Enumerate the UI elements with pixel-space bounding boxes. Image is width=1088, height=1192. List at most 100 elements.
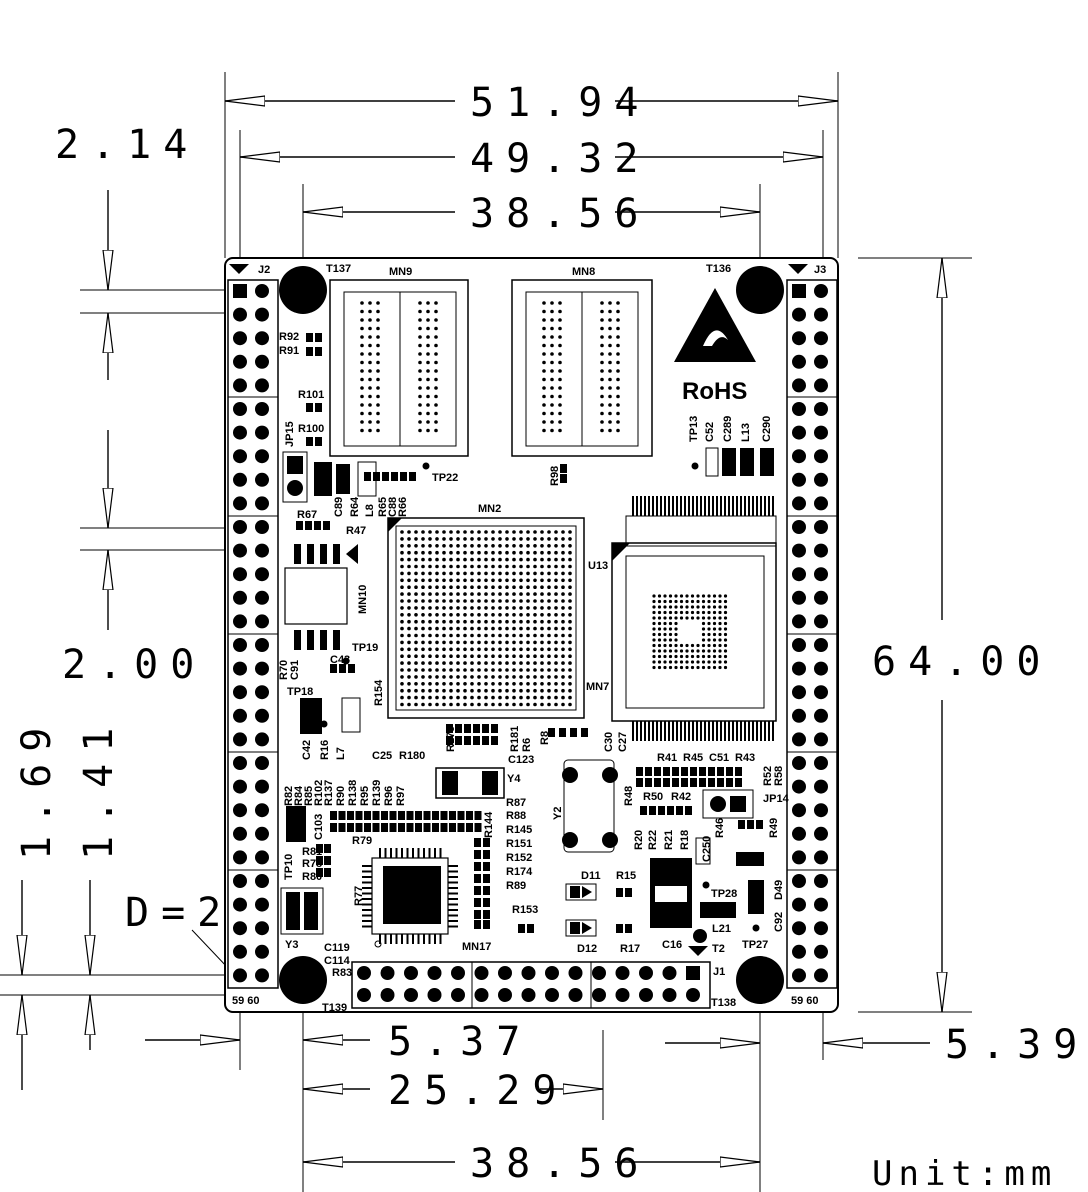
ball	[542, 301, 546, 305]
ball	[418, 377, 422, 382]
ball	[498, 550, 502, 555]
smd-pad	[483, 862, 490, 871]
ball	[685, 610, 689, 615]
ball	[407, 550, 411, 555]
ball	[400, 606, 404, 610]
ball	[512, 682, 516, 686]
ball	[498, 668, 502, 672]
ball	[400, 613, 404, 617]
ball	[657, 638, 662, 642]
ball	[505, 592, 509, 596]
ball	[712, 665, 717, 670]
ball	[657, 643, 662, 648]
ball	[477, 702, 481, 707]
header-pin	[233, 850, 247, 865]
ball	[470, 688, 474, 693]
header-pin	[233, 449, 247, 464]
ball	[561, 578, 565, 583]
ball	[414, 564, 418, 569]
header-pin	[255, 590, 269, 605]
ball	[442, 571, 446, 576]
ball	[547, 544, 551, 548]
ball	[421, 688, 425, 693]
ball	[456, 675, 460, 679]
ball	[428, 537, 432, 541]
ball	[477, 661, 481, 665]
component-label-r154: R154	[373, 679, 385, 706]
ball	[421, 633, 425, 638]
ball	[512, 619, 516, 624]
ball	[712, 643, 717, 648]
ball	[540, 702, 544, 707]
header-pin	[233, 378, 247, 393]
ball	[442, 592, 446, 596]
ball	[542, 428, 546, 433]
ball	[512, 571, 516, 576]
component-label-r58: R58	[773, 766, 785, 786]
ball	[470, 647, 474, 652]
jp15-jumper	[282, 451, 308, 503]
ball	[512, 599, 516, 603]
ball	[463, 544, 467, 548]
component-label-r82: R82	[283, 786, 295, 806]
ball	[701, 638, 706, 642]
ball	[674, 632, 678, 637]
mount-hole-top-left-label: T137	[326, 263, 351, 275]
ball	[542, 352, 546, 356]
header-pin	[545, 988, 559, 1002]
ball	[434, 377, 438, 382]
ball	[491, 688, 495, 693]
ball	[540, 613, 544, 617]
ball	[526, 654, 530, 658]
ball	[360, 369, 364, 373]
smd-pad	[672, 778, 679, 787]
pin	[428, 848, 431, 858]
ball	[484, 668, 488, 672]
ball	[616, 403, 620, 407]
ball	[484, 688, 488, 693]
ball	[652, 654, 656, 659]
header-pin	[451, 966, 465, 980]
ball	[428, 578, 432, 583]
header-pin	[255, 567, 269, 582]
ball	[690, 599, 695, 604]
component-label-c88: C88	[387, 497, 399, 517]
smd-pad	[432, 811, 439, 820]
ball	[400, 537, 404, 541]
ball	[456, 557, 460, 562]
ball	[407, 675, 411, 679]
ball	[526, 578, 530, 583]
smd-pad	[355, 823, 363, 832]
ball	[547, 585, 551, 589]
chip-u13	[611, 496, 777, 741]
ball	[463, 661, 467, 665]
ball	[376, 343, 380, 348]
ball	[652, 649, 656, 653]
smd-pad	[306, 437, 313, 446]
pcb-board: J2 J3 J1 59 60 59 60 T137 T136 T139 T138…	[224, 257, 839, 1014]
ball	[540, 695, 544, 700]
ball	[512, 537, 516, 541]
ball	[668, 621, 673, 626]
ball	[491, 661, 495, 665]
ball	[491, 619, 495, 624]
crystal-y3-label: Y3	[285, 939, 298, 951]
mount-hole-bottom-left	[279, 956, 327, 1004]
ball	[498, 578, 502, 583]
ball	[434, 343, 438, 348]
ball	[421, 530, 425, 534]
ball	[657, 610, 662, 615]
smd-pad	[560, 474, 567, 483]
smd-pad	[708, 778, 715, 787]
ball	[442, 682, 446, 686]
ball	[533, 688, 537, 693]
ball	[679, 665, 684, 670]
header-pin	[814, 708, 828, 723]
ball	[690, 605, 695, 609]
ball	[561, 599, 565, 603]
ball	[519, 682, 523, 686]
smd-pad	[726, 767, 733, 776]
ball	[449, 613, 453, 617]
mount-hole-bottom-right-label: T138	[711, 997, 736, 1009]
ball	[421, 550, 425, 555]
